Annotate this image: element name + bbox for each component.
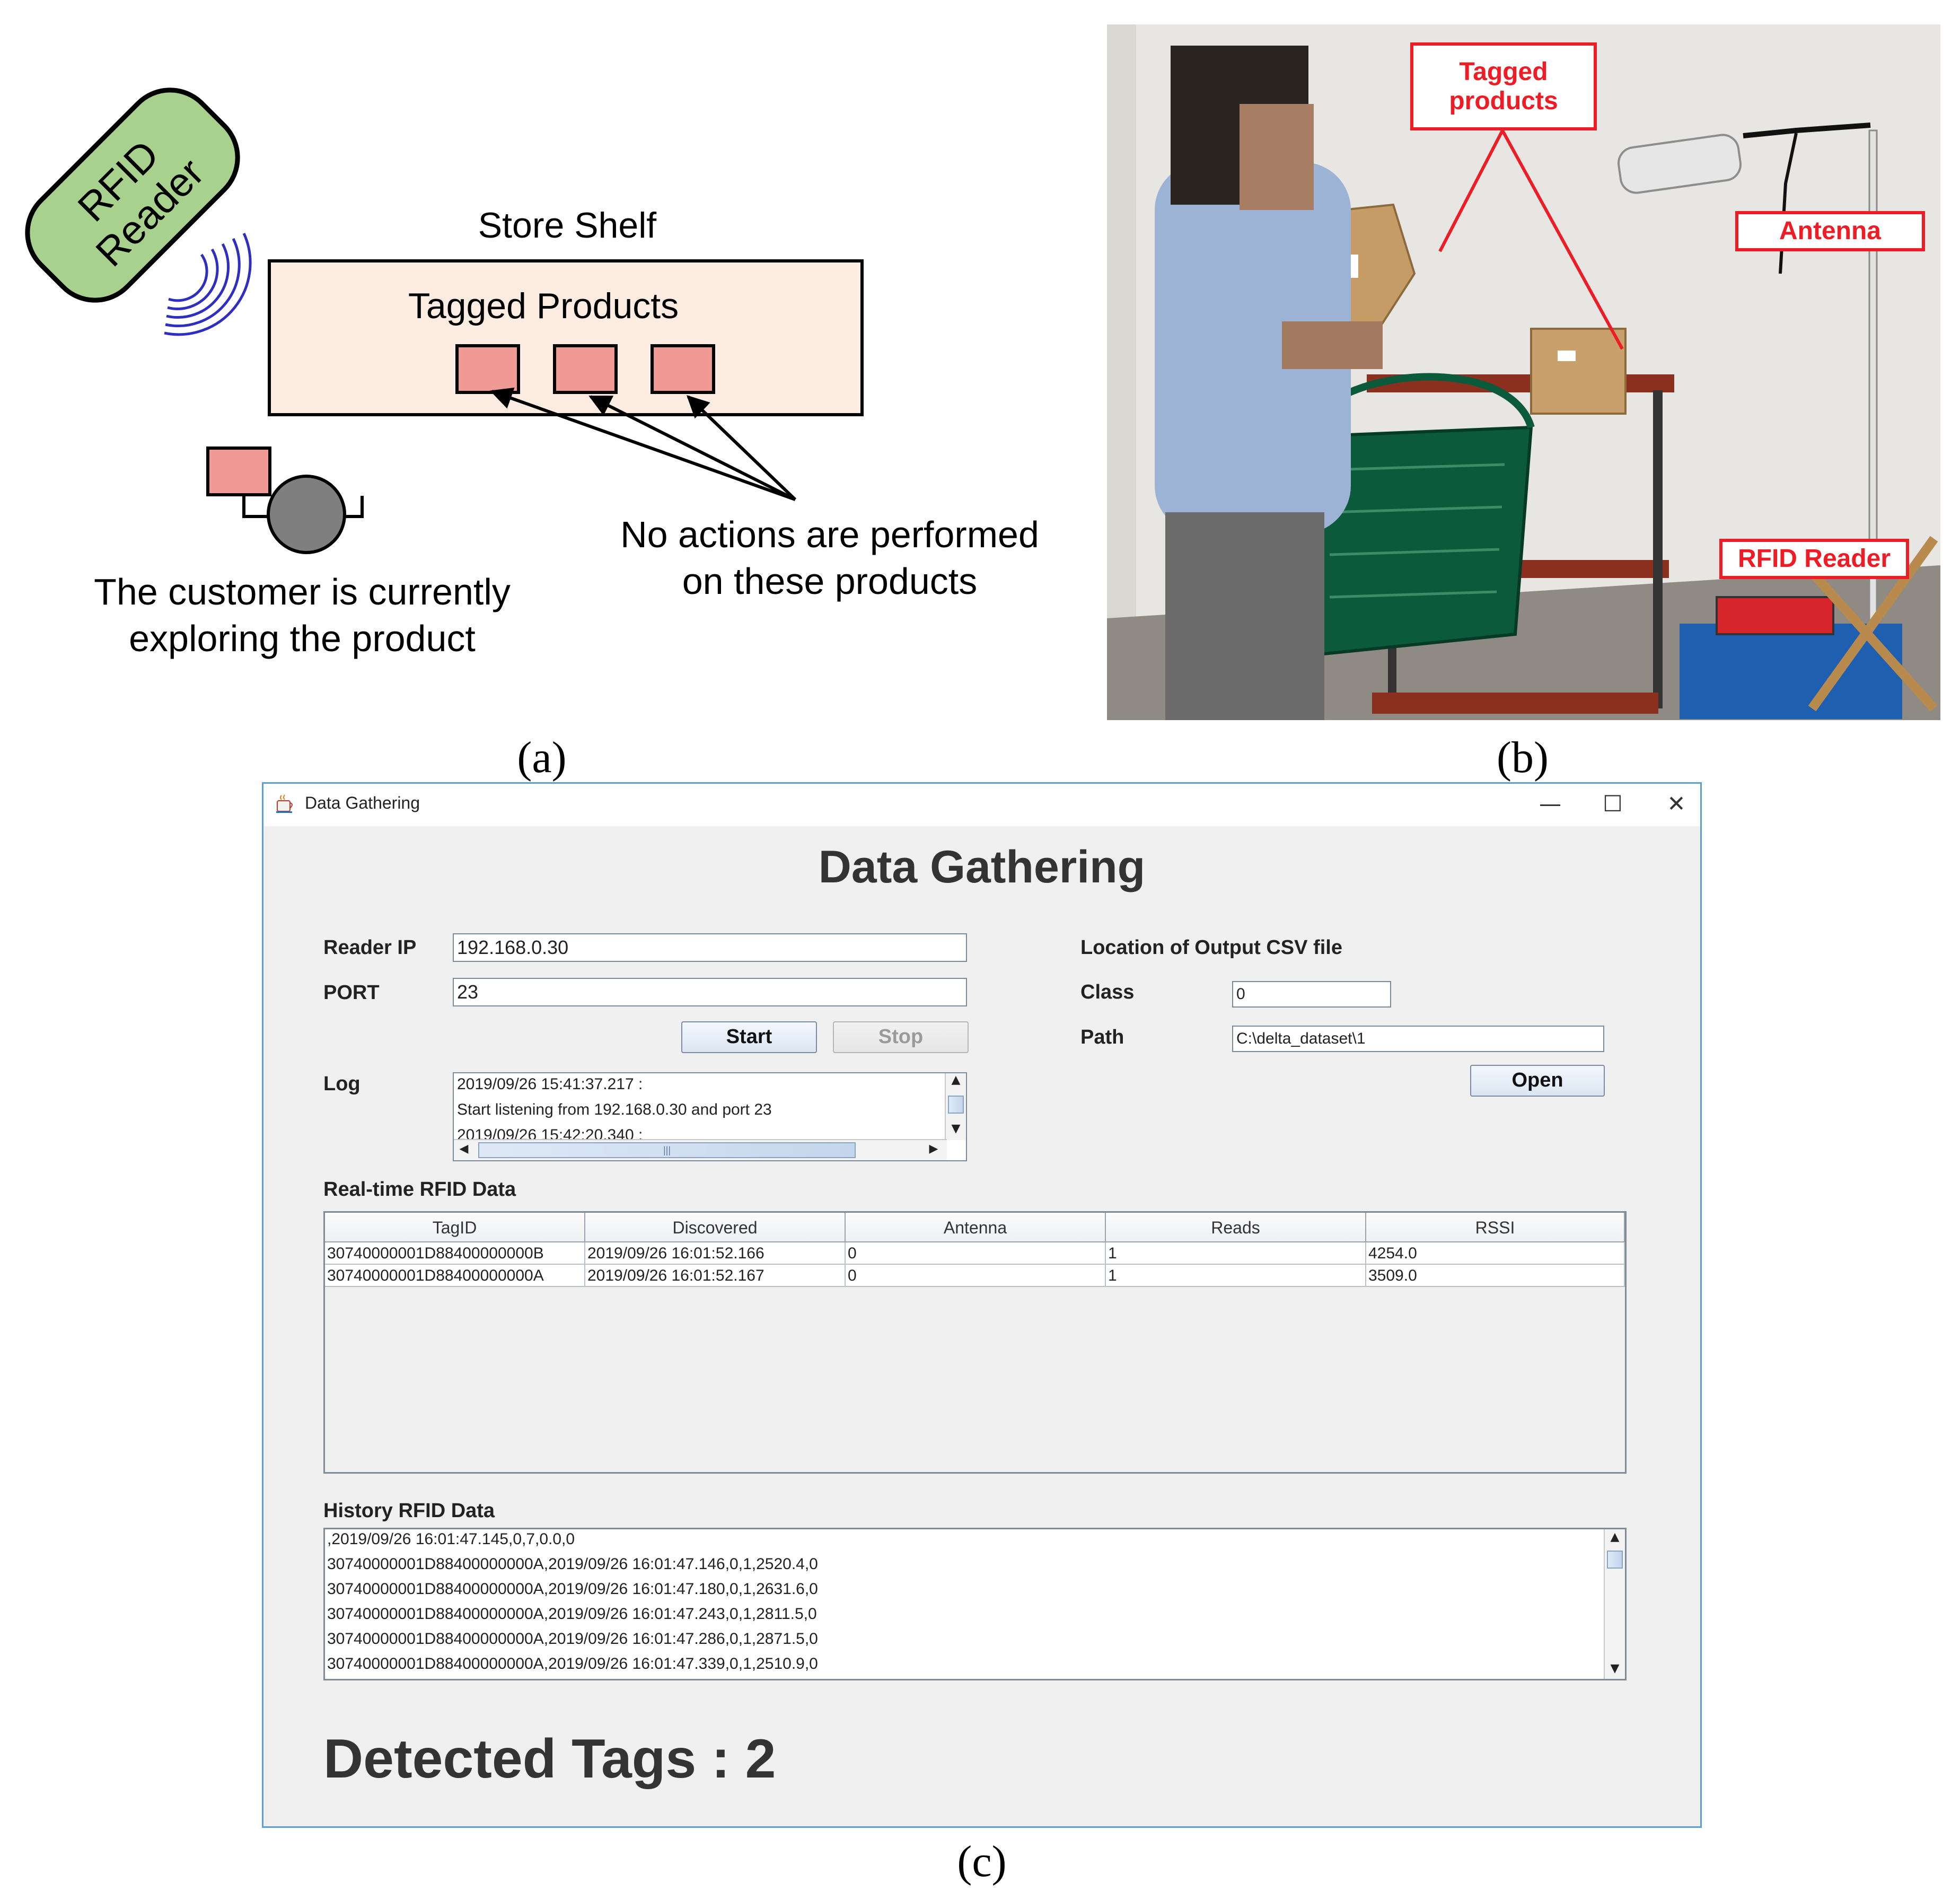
cell-reads: 1 — [1106, 1242, 1366, 1265]
caption-a: (a) — [517, 733, 567, 782]
customer-figure — [206, 446, 364, 554]
close-icon: ✕ — [1667, 791, 1686, 817]
cell-reads: 1 — [1106, 1265, 1366, 1287]
caption-c: (c) — [957, 1837, 1007, 1886]
cell-discovered: 2019/09/26 16:01:52.167 — [585, 1265, 846, 1287]
log-line: 2019/09/26 15:42:20.340 : — [457, 1126, 643, 1140]
log-line: Start listening from 192.168.0.30 and po… — [457, 1101, 772, 1118]
history-line: 30740000001D88400000000A,2019/09/26 16:0… — [327, 1555, 818, 1573]
start-button[interactable]: Start — [681, 1021, 817, 1053]
log-vertical-scrollbar[interactable]: ▲ ▼ — [945, 1073, 966, 1140]
log-hscroll-thumb[interactable]: ||| — [478, 1142, 856, 1158]
data-gathering-window: Data Gathering — ☐ ✕ Data Gathering Read… — [262, 782, 1702, 1828]
label-rfid-reader: RFID Reader — [1719, 539, 1909, 579]
caption-b: (b) — [1497, 733, 1549, 782]
history-scroll-thumb[interactable] — [1607, 1551, 1623, 1569]
history-vertical-scrollbar[interactable]: ▲ ▼ — [1604, 1529, 1625, 1679]
java-cup-icon — [276, 794, 293, 813]
history-line: 30740000001D88400000000A,2019/09/26 16:0… — [327, 1655, 818, 1673]
stop-button[interactable]: Stop — [833, 1021, 969, 1053]
shelf-products-label: Tagged Products — [408, 286, 679, 326]
product-box — [553, 344, 618, 394]
cell-tagid: 30740000001D88400000000B — [325, 1242, 585, 1265]
cell-antenna: 0 — [846, 1265, 1106, 1287]
history-textarea[interactable]: ,2019/09/26 16:01:47.145,0,7,0.0,0 30740… — [323, 1528, 1627, 1680]
path-label: Path — [1080, 1026, 1124, 1048]
maximize-button[interactable]: ☐ — [1589, 788, 1637, 820]
column-header-tagid[interactable]: TagID — [325, 1213, 585, 1242]
detected-tags-count: Detected Tags : 2 — [323, 1728, 776, 1790]
history-line: 30740000001D88400000000A,2019/09/26 16:0… — [327, 1580, 818, 1598]
close-button[interactable]: ✕ — [1653, 788, 1700, 820]
log-line: 2019/09/26 15:41:37.217 : — [457, 1075, 643, 1093]
note-line2: on these products — [682, 561, 977, 602]
setup-photo: Tagged products Antenna RFID Reader — [1107, 24, 1940, 720]
column-header-antenna[interactable]: Antenna — [846, 1213, 1106, 1242]
column-header-rssi[interactable]: RSSI — [1366, 1213, 1625, 1242]
maximize-icon: ☐ — [1603, 791, 1623, 817]
signal-waves-icon — [164, 232, 252, 336]
cell-rssi: 4254.0 — [1366, 1242, 1625, 1265]
open-button[interactable]: Open — [1470, 1065, 1605, 1097]
log-label: Log — [323, 1073, 361, 1095]
scroll-right-icon[interactable]: ▶ — [929, 1142, 938, 1155]
window-title: Data Gathering — [305, 793, 420, 812]
reader-ip-label: Reader IP — [323, 936, 417, 959]
minimize-icon: — — [1539, 791, 1561, 817]
label-antenna: Antenna — [1735, 211, 1925, 251]
rfid-reader-shape: RFID Reader — [25, 87, 240, 303]
customer-caption-line2: exploring the product — [129, 618, 476, 659]
realtime-table: TagID Discovered Antenna Reads RSSI 3074… — [323, 1211, 1627, 1474]
product-box — [455, 344, 520, 394]
photo-illustration — [1107, 24, 1940, 720]
output-location-label: Location of Output CSV file — [1080, 936, 1342, 959]
history-line: 30740000001D88400000000A,2019/09/26 16:0… — [327, 1605, 817, 1623]
label-tagged-products: Tagged products — [1410, 42, 1597, 130]
cell-tagid: 30740000001D88400000000A — [325, 1265, 585, 1287]
product-box — [651, 344, 715, 394]
class-input[interactable]: 0 — [1232, 981, 1391, 1008]
minimize-button[interactable]: — — [1526, 788, 1574, 820]
shelf-diagram: RFID Reader Store Shelf Tagged Products … — [25, 87, 1039, 659]
scroll-left-icon[interactable]: ◀ — [459, 1142, 469, 1155]
cell-rssi: 3509.0 — [1366, 1265, 1625, 1287]
cell-discovered: 2019/09/26 16:01:52.166 — [585, 1242, 846, 1265]
path-input[interactable]: C:\delta_dataset\1 — [1232, 1026, 1604, 1052]
class-label: Class — [1080, 981, 1135, 1003]
history-line: 30740000001D88400000000A,2019/09/26 16:0… — [327, 1630, 818, 1648]
column-header-discovered[interactable]: Discovered — [585, 1213, 846, 1242]
title-bar[interactable]: Data Gathering — ☐ ✕ — [263, 784, 1700, 826]
app-heading: Data Gathering — [818, 842, 1146, 892]
reader-ip-input[interactable]: 192.168.0.30 — [453, 933, 967, 962]
customer-caption-line1: The customer is currently — [94, 571, 511, 612]
log-horizontal-scrollbar[interactable]: ◀ ||| ▶ — [454, 1139, 947, 1160]
log-scroll-thumb[interactable] — [948, 1096, 964, 1114]
history-section-label: History RFID Data — [323, 1500, 495, 1522]
realtime-section-label: Real-time RFID Data — [323, 1178, 516, 1201]
scroll-down-icon[interactable]: ▼ — [951, 1122, 961, 1135]
log-textarea[interactable]: 2019/09/26 15:41:37.217 : Start listenin… — [453, 1072, 967, 1161]
scroll-up-icon[interactable]: ▲ — [951, 1073, 961, 1087]
scroll-grip-icon: ||| — [663, 1145, 671, 1155]
port-label: PORT — [323, 982, 380, 1004]
note-line1: No actions are performed — [620, 514, 1039, 555]
pointer-arrows — [490, 387, 797, 501]
cell-antenna: 0 — [846, 1242, 1106, 1265]
scroll-down-icon[interactable]: ▼ — [1610, 1662, 1620, 1675]
column-header-reads[interactable]: Reads — [1106, 1213, 1366, 1242]
scroll-up-icon[interactable]: ▲ — [1610, 1530, 1620, 1544]
port-input[interactable]: 23 — [453, 978, 967, 1006]
history-line: ,2019/09/26 16:01:47.145,0,7,0.0,0 — [327, 1530, 575, 1548]
shelf-title: Store Shelf — [478, 205, 657, 246]
label-pointer-lines — [1438, 129, 1624, 350]
